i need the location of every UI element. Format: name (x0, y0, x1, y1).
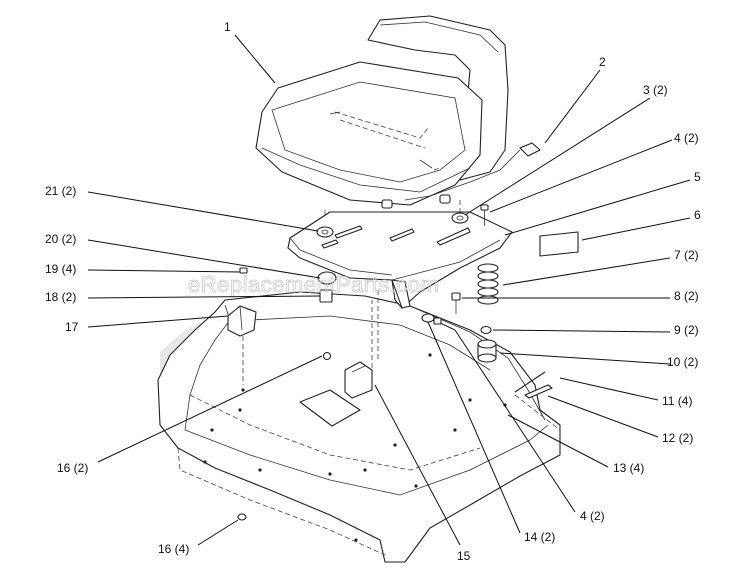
label-15: 15 (457, 549, 471, 563)
bolt-top (480, 204, 489, 226)
label-5: 5 (694, 170, 701, 184)
label-17: 17 (65, 320, 79, 334)
label-19: 19 (4) (45, 262, 76, 276)
label-16a: 16 (2) (57, 461, 88, 475)
pivot-bracket (344, 300, 373, 399)
seat-plate (287, 211, 513, 360)
front-bracket (227, 305, 257, 385)
clip (524, 384, 553, 399)
label-4a: 4 (2) (674, 131, 699, 145)
label-20: 20 (2) (45, 232, 76, 246)
bushing (421, 313, 435, 323)
label-9: 9 (2) (674, 323, 699, 337)
nut-16-bottom (237, 513, 247, 521)
fender-pan (157, 291, 561, 563)
leader-lines (87, 34, 691, 546)
label-10: 10 (2) (667, 355, 698, 369)
bolt-lower (433, 317, 456, 331)
label-4b: 4 (2) (580, 509, 605, 523)
label-16b: 16 (4) (158, 542, 189, 556)
label-12: 12 (2) (662, 431, 693, 445)
bolt-8 (451, 292, 461, 314)
label-3: 3 (2) (643, 83, 668, 97)
label-6: 6 (694, 208, 701, 222)
seat-assembly (255, 15, 509, 230)
label-14: 14 (2) (524, 530, 555, 544)
label-13: 13 (4) (613, 461, 644, 475)
bumper (477, 339, 497, 363)
watermark: eReplacementParts.com (188, 272, 439, 297)
seat-switch (404, 142, 541, 201)
label-2: 2 (599, 55, 606, 69)
label-21: 21 (2) (45, 184, 76, 198)
callouts: 1 2 3 (2) 4 (2) 5 6 7 (2) 8 (2) 9 (2) 10… (45, 20, 701, 563)
label-8: 8 (2) (674, 289, 699, 303)
label-18: 18 (2) (45, 290, 76, 304)
hardware-left (239, 267, 337, 303)
label-11: 11 (4) (662, 394, 692, 408)
pin (514, 371, 546, 393)
nut-9 (480, 325, 492, 335)
label-7: 7 (2) (674, 248, 699, 262)
label-1: 1 (224, 20, 231, 34)
decal (539, 231, 579, 257)
